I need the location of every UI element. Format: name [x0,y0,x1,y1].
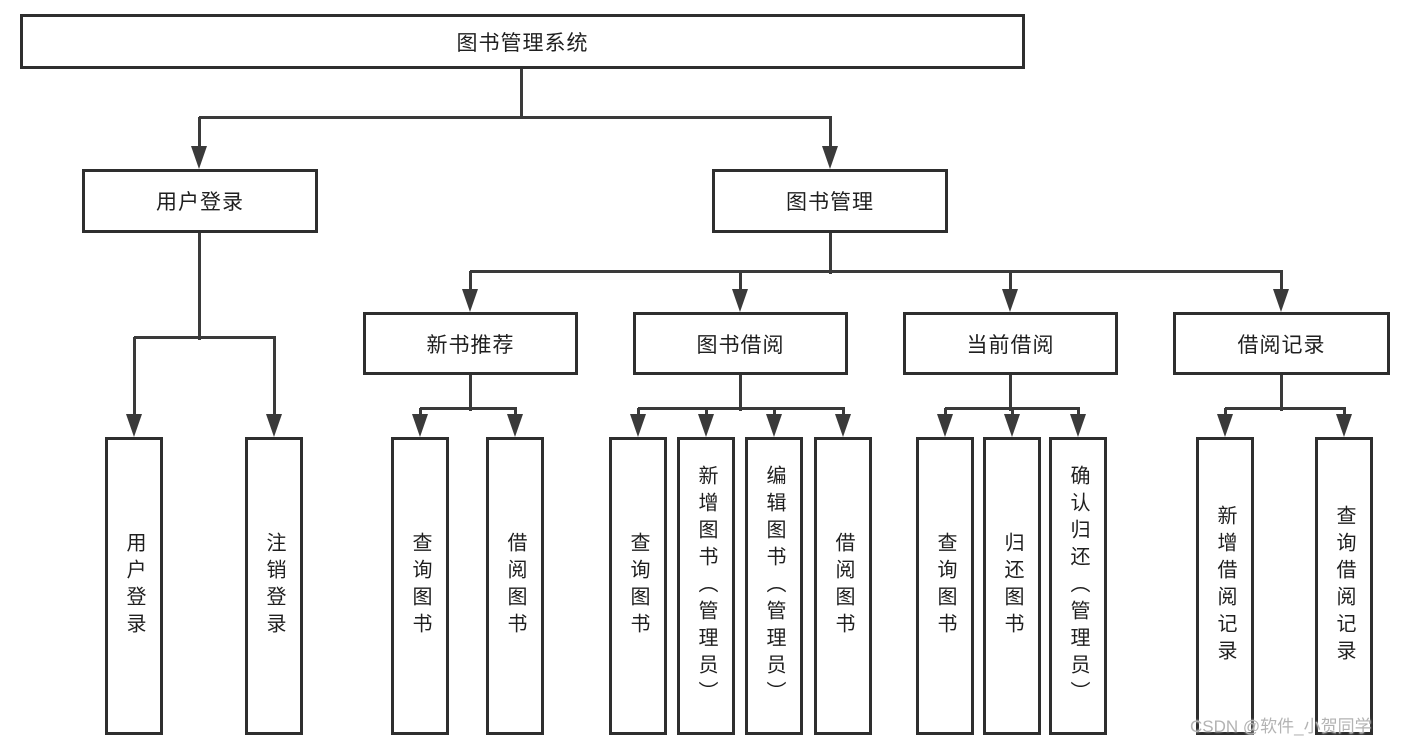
connector-line [470,269,1283,273]
arrow-down-icon [1004,414,1020,437]
node-new-book-rec: 新书推荐 [363,312,578,375]
node-label: 图书管理 [786,191,874,214]
node-label: 查询图书 [627,532,649,640]
node-leaf-query-borrow-record: 查询借阅记录 [1315,437,1373,735]
connector-line [468,271,472,299]
node-user-login: 用户登录 [82,169,318,233]
node-label: 借阅图书 [832,532,854,640]
node-leaf-confirm-return: 确认归还（管理员） [1049,437,1107,735]
node-label: 编辑图书（管理员） [763,464,785,708]
node-label: 用户登录 [123,532,145,640]
connector-line [134,335,276,339]
connector-line [1279,375,1283,411]
arrow-down-icon [462,289,478,312]
node-leaf-query-book-3: 查询图书 [916,437,974,735]
node-label: 图书管理系统 [456,31,589,55]
node-label: 归还图书 [1001,532,1023,640]
node-leaf-add-borrow-record: 新增借阅记录 [1196,437,1254,735]
arrow-down-icon [266,414,282,437]
arrow-down-icon [191,146,207,169]
connector-line [738,375,742,411]
node-label: 查询借阅记录 [1333,505,1355,667]
node-label: 用户登录 [156,191,244,214]
node-leaf-return-book: 归还图书 [983,437,1041,735]
node-borrow-records: 借阅记录 [1173,312,1390,375]
connector-line [1279,271,1283,299]
arrow-down-icon [698,414,714,437]
node-leaf-borrow-book-2: 借阅图书 [814,437,872,735]
node-leaf-add-book: 新增图书（管理员） [677,437,735,735]
arrow-down-icon [822,146,838,169]
node-leaf-logout: 注销登录 [245,437,303,735]
node-label: 新书推荐 [426,333,515,357]
arrow-down-icon [1336,414,1352,437]
connector-line [199,115,832,119]
arrow-down-icon [732,289,748,312]
connector-line [197,117,201,155]
node-current-borrow: 当前借阅 [903,312,1118,375]
node-label: 图书借阅 [696,333,785,357]
node-label: 确认归还（管理员） [1067,464,1089,708]
node-leaf-user-login: 用户登录 [105,437,163,735]
node-label: 当前借阅 [966,333,1055,357]
arrow-down-icon [507,414,523,437]
node-label: 新增图书（管理员） [695,464,717,708]
node-leaf-query-book-1: 查询图书 [391,437,449,735]
connector-line [468,375,472,411]
node-label: 查询图书 [409,532,431,640]
connector-line [519,69,523,119]
arrow-down-icon [1070,414,1086,437]
connector-line [1225,406,1346,410]
node-label: 注销登录 [263,532,285,640]
node-leaf-borrow-book-1: 借阅图书 [486,437,544,735]
arrow-down-icon [630,414,646,437]
node-leaf-edit-book: 编辑图书（管理员） [745,437,803,735]
connector-line [132,337,136,423]
connector-line [738,271,742,299]
arrow-down-icon [1002,289,1018,312]
arrow-down-icon [835,414,851,437]
node-root: 图书管理系统 [20,14,1025,69]
connector-line [1008,271,1012,299]
connector-line [1008,375,1012,411]
node-label: 借阅图书 [504,532,526,640]
node-book-mgmt: 图书管理 [712,169,948,233]
csdn-watermark: CSDN @软件_小贺同学 [1190,717,1372,736]
arrow-down-icon [937,414,953,437]
connector-line [828,117,832,155]
arrow-down-icon [766,414,782,437]
arrow-down-icon [412,414,428,437]
connector-line [197,233,201,340]
arrow-down-icon [1217,414,1233,437]
connector-line [638,406,845,410]
arrow-down-icon [126,414,142,437]
node-label: 借阅记录 [1237,333,1326,357]
node-label: 查询图书 [934,532,956,640]
connector-line [272,337,276,423]
arrow-down-icon [1273,289,1289,312]
node-book-borrow: 图书借阅 [633,312,848,375]
connector-line [828,233,832,274]
node-leaf-query-book-2: 查询图书 [609,437,667,735]
node-label: 新增借阅记录 [1214,505,1236,667]
